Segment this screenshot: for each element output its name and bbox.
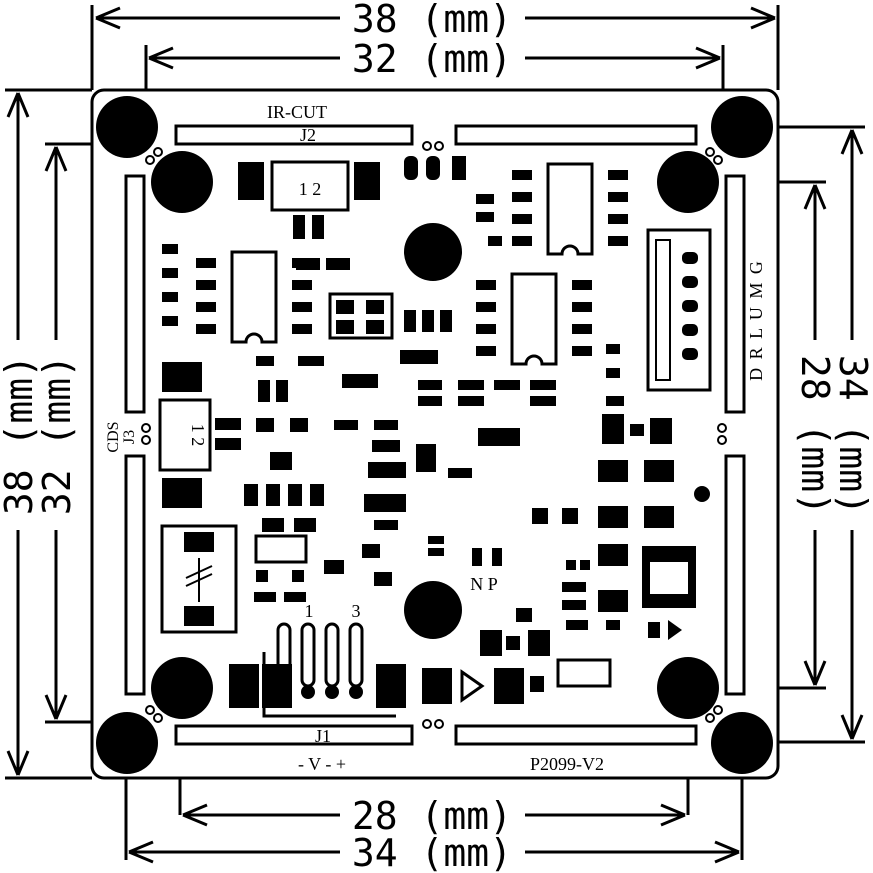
label-np: N P [470, 574, 498, 594]
connector-left-bottom [124, 454, 146, 696]
hole-outer-bl [96, 712, 158, 774]
component-j1-header [229, 622, 524, 718]
component-switch [160, 524, 238, 634]
dim-bottom-inner: 28 (mm) [352, 794, 512, 838]
label-connector-pins: D R L U M G [746, 259, 766, 381]
connector-left-top [124, 174, 146, 414]
component-header-left: 1 2 [158, 362, 241, 508]
label-power: - V - + [298, 754, 346, 774]
dim-left-outer: 38 (mm) [0, 355, 41, 515]
mounting-holes [96, 96, 773, 774]
hole-inner-tl [151, 151, 213, 213]
connector-bottom-right [454, 724, 698, 746]
hole-outer-tr [711, 96, 773, 158]
component-header-top: 1 2 [238, 160, 380, 239]
label-pins-12-top: 1 2 [299, 179, 322, 199]
label-j1: J1 [315, 726, 331, 746]
ic-packages [230, 162, 594, 366]
component-regulator [598, 414, 710, 640]
hole-inner-tr [657, 151, 719, 213]
hole-inner-br [657, 657, 719, 719]
hole-outer-br [711, 712, 773, 774]
label-model: P2099-V2 [530, 754, 604, 774]
dimension-lines [5, 5, 865, 864]
label-cds: CDS [105, 421, 122, 452]
hole-center-bottom [404, 581, 462, 639]
edge-connectors [124, 124, 746, 746]
label-j2: J2 [300, 125, 316, 145]
silkscreen-labels: IR-CUT J2 J1 - V - + P2099-V2 CDS J3 D R… [105, 102, 766, 774]
label-pins-12-left: 1 2 [188, 424, 208, 447]
ic-pads [196, 170, 628, 356]
dim-top-outer: 38 (mm) [352, 0, 512, 41]
label-pin-three: 3 [352, 601, 361, 621]
label-pin-one: 1 [305, 601, 314, 621]
dim-left-inner: 32 (mm) [35, 355, 79, 515]
connector-right-bottom [724, 454, 746, 696]
connector-right-top [724, 174, 746, 414]
connector-j2 [174, 124, 414, 146]
smd-components [162, 156, 624, 692]
hole-inner-bl [151, 657, 213, 719]
dim-top-inner: 32 (mm) [352, 37, 512, 81]
dim-bottom-outer: 34 (mm) [352, 831, 512, 873]
dim-right-inner: 28 (mm) [793, 355, 837, 515]
connector-j1 [174, 724, 414, 746]
label-ir-cut: IR-CUT [267, 102, 327, 122]
dim-right-outer: 34 (mm) [831, 355, 873, 515]
label-j3: J3 [121, 430, 138, 444]
connector-top-right [454, 124, 698, 146]
component-connector-6pin [646, 228, 712, 392]
hole-center-top [404, 223, 462, 281]
hole-outer-tl [96, 96, 158, 158]
vias [141, 141, 727, 729]
